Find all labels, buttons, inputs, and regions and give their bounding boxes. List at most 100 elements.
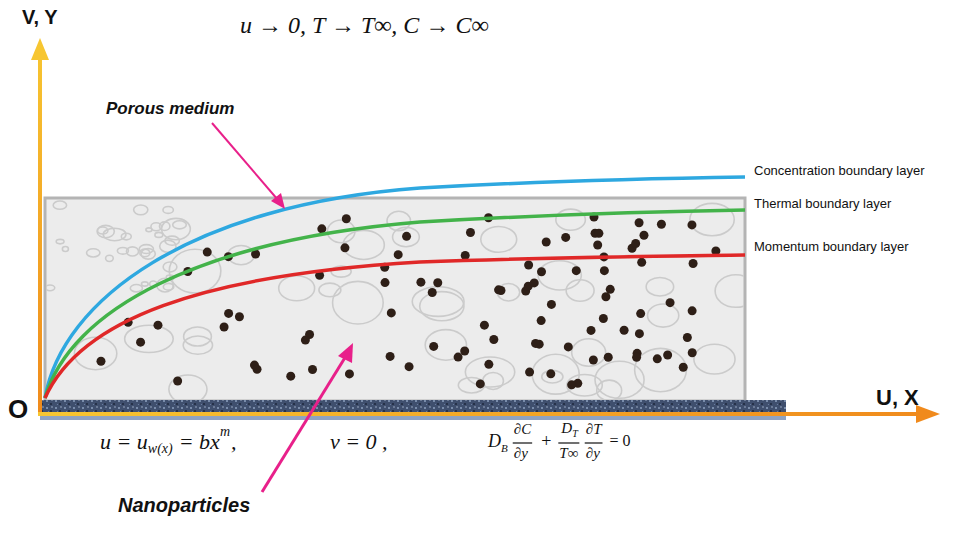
nanoparticle	[687, 220, 696, 229]
x-axis-head	[916, 405, 940, 423]
porous-region	[45, 198, 745, 401]
nanoparticle	[253, 365, 262, 374]
fraction-numerator: D	[561, 420, 572, 437]
pore	[393, 227, 420, 247]
nanoparticle	[653, 354, 662, 363]
nanoparticle	[476, 379, 485, 388]
layer-label: Momentum boundary layer	[754, 240, 909, 254]
nanoparticle	[525, 368, 534, 377]
nanoparticle	[494, 285, 503, 294]
equation-subscript: w(x)	[148, 441, 173, 456]
nanoparticle	[220, 322, 229, 331]
nanoparticle	[547, 300, 556, 309]
nanoparticle	[537, 316, 546, 325]
region-label: Porous medium	[106, 100, 234, 119]
nanoparticle	[402, 232, 411, 241]
pore	[146, 228, 152, 232]
nanoparticle	[466, 228, 475, 237]
nanoparticle	[631, 239, 640, 248]
leader-head	[271, 193, 285, 209]
x-axis	[38, 412, 918, 416]
nanoparticle	[637, 258, 646, 267]
axis-label: U, X	[876, 386, 919, 410]
pore	[162, 218, 191, 239]
nanoparticle	[636, 309, 645, 318]
thermal-curve	[45, 210, 745, 398]
nanoparticle	[679, 363, 688, 372]
nanoparticle	[433, 278, 442, 287]
pore	[173, 221, 187, 229]
pore	[715, 275, 744, 308]
equation-part: D	[488, 432, 501, 452]
nanoparticle	[405, 362, 414, 371]
pore	[343, 230, 384, 259]
pore	[183, 336, 212, 354]
pore	[648, 304, 679, 327]
layer-label: Concentration boundary layer	[754, 164, 925, 178]
nanoparticle	[203, 248, 212, 257]
pore	[139, 245, 153, 254]
nanoparticle	[484, 360, 493, 369]
equation-part: ,	[231, 430, 237, 454]
pore	[597, 380, 622, 400]
pore	[465, 357, 514, 387]
pore	[333, 281, 384, 324]
pore	[184, 327, 212, 346]
pore	[532, 354, 579, 394]
fraction-bars	[513, 443, 603, 444]
layer-label: Thermal boundary layer	[754, 197, 891, 211]
nanoparticle	[235, 312, 244, 321]
fraction-denominator: ∂y	[514, 445, 528, 462]
nanoparticle	[342, 214, 351, 223]
equation-part: v = 0 ,	[330, 430, 388, 454]
pore-texture	[46, 201, 744, 400]
fraction-denominator: ∂y	[586, 445, 600, 462]
nanoparticle	[546, 369, 555, 378]
leader-line	[212, 123, 278, 200]
nanoparticle-dots	[96, 213, 720, 390]
pore	[103, 228, 126, 241]
nanoparticle	[632, 353, 641, 362]
nanoparticle	[688, 348, 697, 357]
nanoparticle	[635, 329, 644, 338]
axis-label: V, Y	[22, 6, 58, 28]
pore	[690, 203, 734, 235]
fraction-denominator: T∞	[559, 445, 578, 462]
nanoparticle	[683, 333, 692, 342]
pore	[556, 209, 586, 230]
nanoparticle	[600, 266, 609, 275]
leader-head	[338, 343, 353, 363]
equation-subscript: B	[501, 442, 508, 454]
pore	[134, 205, 148, 215]
momentum-curve	[45, 255, 745, 398]
pore	[126, 247, 138, 256]
pore	[646, 277, 674, 295]
nanoparticle	[663, 351, 672, 360]
equation-part: +	[541, 432, 551, 452]
nanoparticle	[387, 308, 396, 317]
nanoparticle	[461, 251, 470, 260]
pore	[169, 375, 207, 400]
fraction-numerator: ∂T	[586, 421, 602, 438]
pore	[595, 361, 644, 398]
pore	[412, 287, 464, 317]
pore	[141, 282, 148, 286]
y-axis	[38, 58, 42, 416]
nanoparticle	[589, 356, 598, 365]
pore	[566, 280, 594, 301]
origin-label: O	[8, 395, 28, 424]
leader-line	[262, 356, 346, 492]
concentration-curve	[45, 177, 745, 398]
nanoparticle	[593, 240, 602, 249]
nanoparticle	[531, 339, 540, 348]
pore	[279, 276, 315, 301]
nanoparticle	[480, 321, 489, 330]
nanoparticle	[599, 314, 608, 323]
nanoparticle	[416, 278, 425, 287]
nanoparticle	[689, 259, 698, 268]
equation-part: = 0	[609, 432, 630, 450]
nanoparticle	[604, 353, 613, 362]
callout-label: Nanoparticles	[118, 494, 250, 516]
pore	[163, 207, 173, 214]
nanoparticle	[96, 357, 105, 366]
